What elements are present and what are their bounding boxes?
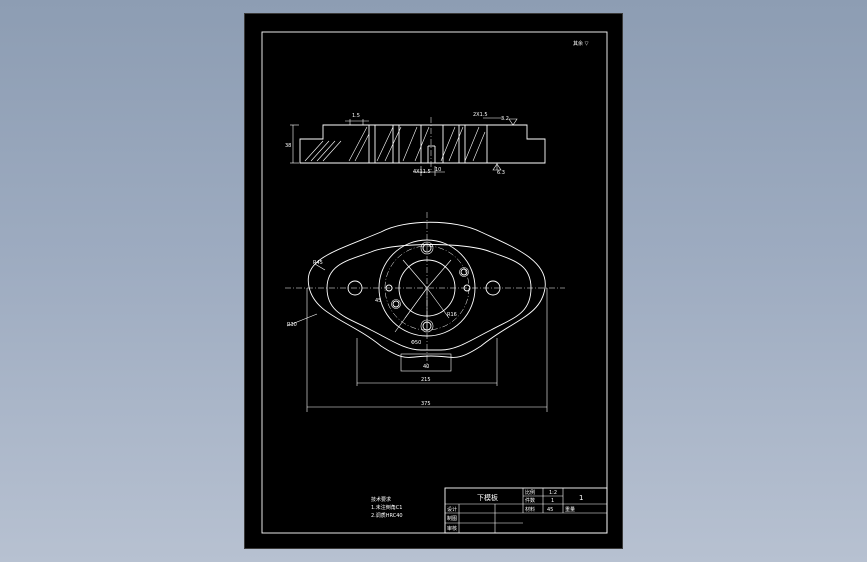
title-block: 下模板 比例 1:2 件数 1 材料 45 重量 1 设计 制图 审核 (444, 487, 608, 534)
notes-line-2: 2.调质HRC40 (371, 512, 403, 519)
dim-r-top: R45 (313, 260, 323, 266)
dim-chamfer: 2X1.5 (473, 112, 488, 118)
dim-radius-small: R16 (447, 312, 457, 318)
dim-slot-width: 40 (423, 364, 429, 370)
drawing-label: 制图 (447, 515, 457, 522)
qty-value: 1 (551, 498, 554, 504)
weight-label: 重量 (565, 506, 575, 513)
dim-hole-tail: 10 (435, 167, 441, 173)
dim-r-bottom: R30 (287, 322, 297, 328)
dim-roughness-bottom: 6.3 (497, 170, 505, 176)
check-label: 审核 (447, 525, 457, 532)
scale-label: 比例 (525, 489, 535, 496)
section-view: 38 1.5 2X1.5 3.2 4X11.5 10 6.3 (285, 112, 546, 176)
dim-left-height: 38 (285, 143, 291, 149)
design-label: 设计 (447, 506, 457, 513)
dim-inner-width: 215 (421, 377, 431, 383)
technical-notes: 技术要求 1.未注倒角C1 2.调质HRC40 (371, 496, 403, 519)
dim-top-small: 1.5 (352, 113, 360, 119)
notes-title: 技术要求 (371, 496, 391, 503)
cad-drawing: 其余 ▽ (261, 31, 608, 534)
plan-view: R45 R30 45 R16 Φ50 40 215 375 (285, 212, 565, 412)
part-name: 下模板 (477, 493, 498, 502)
dim-roughness-top: 3.2 (501, 116, 509, 122)
material-label: 材料 (525, 506, 535, 513)
qty-label: 件数 (525, 497, 535, 504)
drawing-canvas: 其余 ▽ (244, 13, 623, 549)
scale-value: 1:2 (549, 490, 557, 496)
dim-overall-width: 375 (421, 401, 431, 407)
dim-angle: 45 (375, 298, 381, 304)
drawing-border (261, 31, 608, 534)
notes-line-1: 1.未注倒角C1 (371, 504, 402, 511)
dim-phi: Φ50 (411, 340, 421, 346)
sheet-number: 1 (579, 494, 583, 502)
corner-roughness-note: 其余 ▽ (573, 40, 589, 47)
material-value: 45 (547, 507, 553, 513)
dim-hole: 4X11.5 (413, 169, 431, 175)
